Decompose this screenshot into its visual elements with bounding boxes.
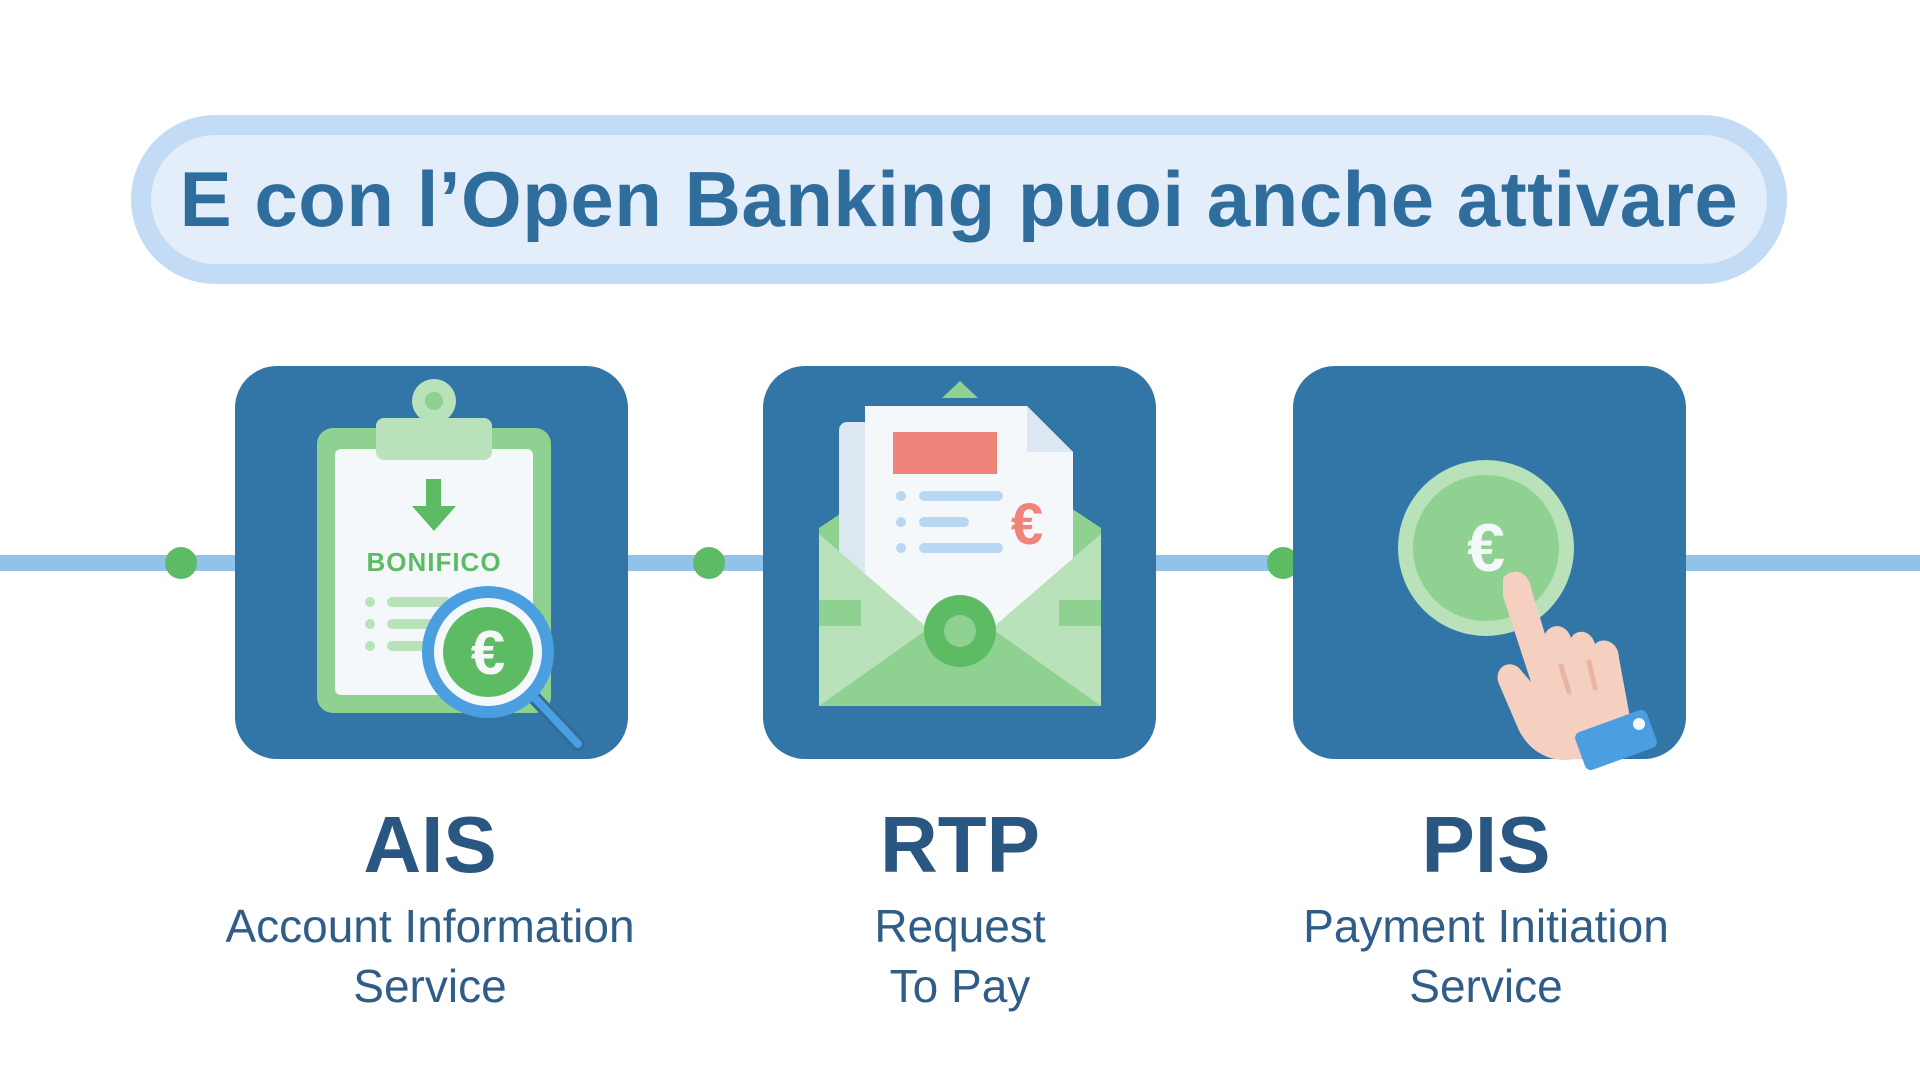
title-banner: E con l’Open Banking puoi anche attivare	[131, 115, 1787, 284]
service-full-name: Payment Initiation Service	[1303, 900, 1669, 1012]
svg-text:€: €	[1467, 510, 1505, 586]
clipboard-transfer-magnifier-icon: BONIFICO €	[317, 379, 585, 751]
svg-text:€: €	[1011, 492, 1043, 557]
rtp-caption: RTP Request To Pay	[700, 800, 1220, 1016]
rtp-tile: €	[763, 366, 1156, 759]
svg-text:€: €	[471, 619, 505, 688]
timeline-dot	[693, 547, 725, 579]
service-abbreviation: RTP	[880, 800, 1040, 889]
timeline-dot	[165, 547, 197, 579]
service-abbreviation: PIS	[1421, 800, 1551, 889]
svg-text:BONIFICO: BONIFICO	[366, 547, 501, 577]
page-title: E con l’Open Banking puoi anche attivare	[179, 155, 1739, 243]
service-full-name: Account Information Service	[225, 900, 635, 1012]
pis-caption: PIS Payment Initiation Service	[1226, 800, 1746, 1016]
envelope-invoice-icon: €	[819, 381, 1101, 706]
ais-caption: AIS Account Information Service	[170, 800, 690, 1016]
hand-tap-coin-icon: €	[1398, 460, 1657, 771]
pis-tile: €	[1293, 366, 1686, 771]
ais-tile: BONIFICO €	[235, 366, 628, 759]
service-full-name: Request To Pay	[874, 900, 1046, 1012]
service-abbreviation: AIS	[363, 800, 497, 889]
